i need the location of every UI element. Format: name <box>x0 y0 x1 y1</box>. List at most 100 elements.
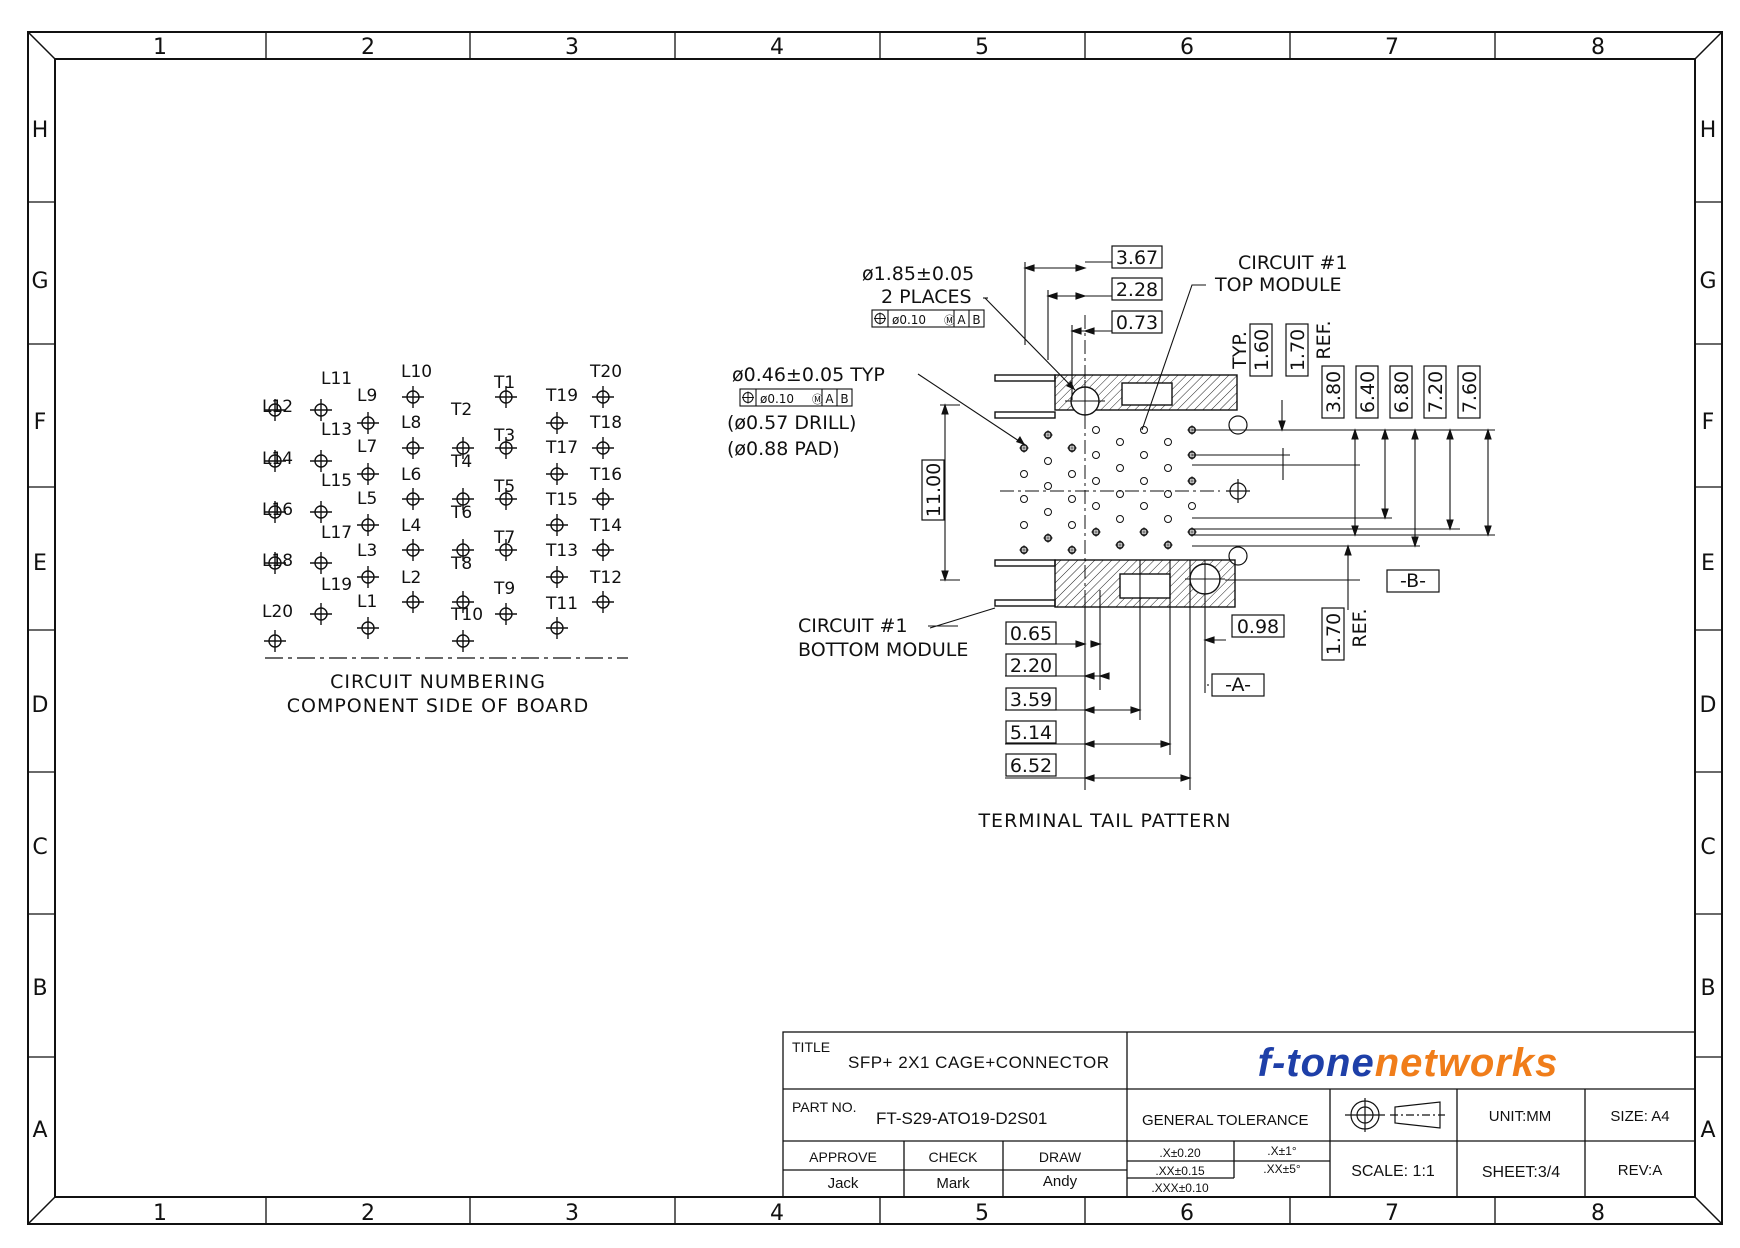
dim-065: 0.65 <box>1010 623 1052 645</box>
pin-target <box>1066 544 1078 556</box>
row-label: E <box>1701 551 1715 576</box>
circuit-pin-target <box>591 385 615 409</box>
circuit-pin-label: T1 <box>493 373 515 393</box>
pin-hole <box>1164 515 1172 523</box>
vertical-dimensions: 11.00 1.60 TYP. 1.70 REF. 3.80 6.40 6.80… <box>921 320 1481 661</box>
pin-hole <box>1140 502 1148 510</box>
circuit-pin-label: T20 <box>589 362 622 382</box>
column-label: 5 <box>975 1201 989 1226</box>
top-module-slot <box>1121 382 1173 406</box>
pad-callout: (ø0.88 PAD) <box>727 438 840 460</box>
pin-hole <box>1044 508 1052 516</box>
circuit-pin-target <box>356 462 380 486</box>
column-label: 2 <box>361 35 375 60</box>
fcf-datum: B <box>972 313 980 327</box>
logo-part-1: f-tone <box>1258 1041 1375 1085</box>
circuit-pin-label: L20 <box>262 602 293 622</box>
dim-652: 6.52 <box>1010 755 1052 777</box>
part-value: FT-S29-ATO19-D2S01 <box>876 1109 1047 1128</box>
column-label: 3 <box>565 35 579 60</box>
pin-hole <box>1164 438 1172 446</box>
circuit-pin-label: T2 <box>450 400 472 420</box>
circuit-top-callout: CIRCUIT #1 <box>1238 252 1348 274</box>
pin-hole <box>1140 426 1148 434</box>
circuit-pin-label: T13 <box>545 541 578 561</box>
pin-hole <box>1140 451 1148 459</box>
circuit-bottom-module: BOTTOM MODULE <box>798 639 968 661</box>
svg-text:Ⓜ: Ⓜ <box>944 314 955 327</box>
row-label: C <box>1700 835 1715 860</box>
bottom-module-flange <box>994 559 1056 567</box>
pin-hole <box>1164 464 1172 472</box>
circuit-pin-label: L4 <box>401 516 421 536</box>
rev: REV:A <box>1618 1162 1662 1179</box>
circuit-pin-target <box>545 411 569 435</box>
general-tolerance: GENERAL TOLERANCE <box>1142 1112 1308 1129</box>
part-label: PART NO. <box>792 1099 857 1115</box>
circuit-top-module: TOP MODULE <box>1214 274 1342 296</box>
circuit-pin-label: L7 <box>357 437 377 457</box>
hole-185-places: 2 PLACES <box>881 286 972 308</box>
sheet: SHEET:3/4 <box>1482 1164 1560 1181</box>
row-label: E <box>33 551 47 576</box>
pin-hole <box>1020 495 1028 503</box>
dim-359: 3.59 <box>1010 689 1052 711</box>
circuit-pin-label: T5 <box>493 477 515 497</box>
datum-a: -A- <box>1225 674 1251 696</box>
circuit-pin-label: L17 <box>321 523 352 543</box>
fcf-tolerance: ø0.10 <box>760 392 794 406</box>
circuit-pin-target <box>591 538 615 562</box>
circuit-pin-target <box>309 398 333 422</box>
row-label: G <box>1699 269 1716 294</box>
pin-target <box>1018 544 1030 556</box>
circuit-pin-label: T18 <box>589 413 622 433</box>
pin-hole <box>1068 470 1076 478</box>
circuit-numbering-grid: L11L12L13L14L15L16L17L18L19L20L9L7L5L3L1… <box>262 362 622 653</box>
pin-hole <box>1140 477 1148 485</box>
circuit-pin-label: T11 <box>545 594 578 614</box>
row-label: A <box>1700 1118 1715 1143</box>
column-label: 6 <box>1180 35 1194 60</box>
circuit-pin-label: T12 <box>589 568 622 588</box>
row-label: F <box>1702 410 1715 435</box>
scale: SCALE: 1:1 <box>1351 1163 1435 1180</box>
circuit-pin-target <box>401 487 425 511</box>
column-label: 1 <box>153 35 167 60</box>
circuit-pin-target <box>356 616 380 640</box>
circuit-pin-label: L13 <box>321 420 352 440</box>
svg-text:Ⓜ: Ⓜ <box>812 393 823 406</box>
title-block <box>782 1031 1696 1198</box>
hole-185-callout: ø1.85±0.05 <box>862 263 974 285</box>
tol-ang2: .XX±5° <box>1263 1162 1301 1176</box>
circuit-pin-label: L19 <box>321 575 352 595</box>
column-label: 7 <box>1385 35 1399 60</box>
fcf-frame-2: ø0.10 Ⓜ A B <box>739 388 853 407</box>
pin-field <box>1018 424 1198 556</box>
column-label: 3 <box>565 1201 579 1226</box>
pin-target <box>1114 539 1126 551</box>
circuit-numbering-subtitle: COMPONENT SIDE OF BOARD <box>287 695 590 717</box>
row-label: D <box>32 693 49 718</box>
row-labels-right: H G F E D C B A <box>1699 118 1716 1143</box>
title-label: TITLE <box>792 1039 830 1055</box>
column-label: 2 <box>361 1201 375 1226</box>
circuit-pin-label: L18 <box>262 551 293 571</box>
company-logo: f-tonenetworks <box>1258 1041 1559 1085</box>
bottom-module-slot <box>1119 573 1171 599</box>
pin-hole <box>1092 502 1100 510</box>
dim-160: 1.60 <box>1251 329 1273 371</box>
title-block-text: TITLE SFP+ 2X1 CAGE+CONNECTOR PART NO. F… <box>792 1039 1670 1195</box>
circuit-pin-target <box>591 487 615 511</box>
datum-b: -B- <box>1400 570 1426 592</box>
row-label: D <box>1700 693 1717 718</box>
check-value: Mark <box>936 1175 970 1192</box>
bottom-module-flange <box>994 599 1056 607</box>
pin-hole <box>1092 477 1100 485</box>
dim-228: 2.28 <box>1116 279 1158 301</box>
row-labels-left: H G F E D C B A <box>31 118 48 1143</box>
column-label: 1 <box>153 1201 167 1226</box>
row-label: G <box>31 269 48 294</box>
tail-pattern-title: TERMINAL TAIL PATTERN <box>977 810 1231 832</box>
circuit-pin-target <box>309 500 333 524</box>
